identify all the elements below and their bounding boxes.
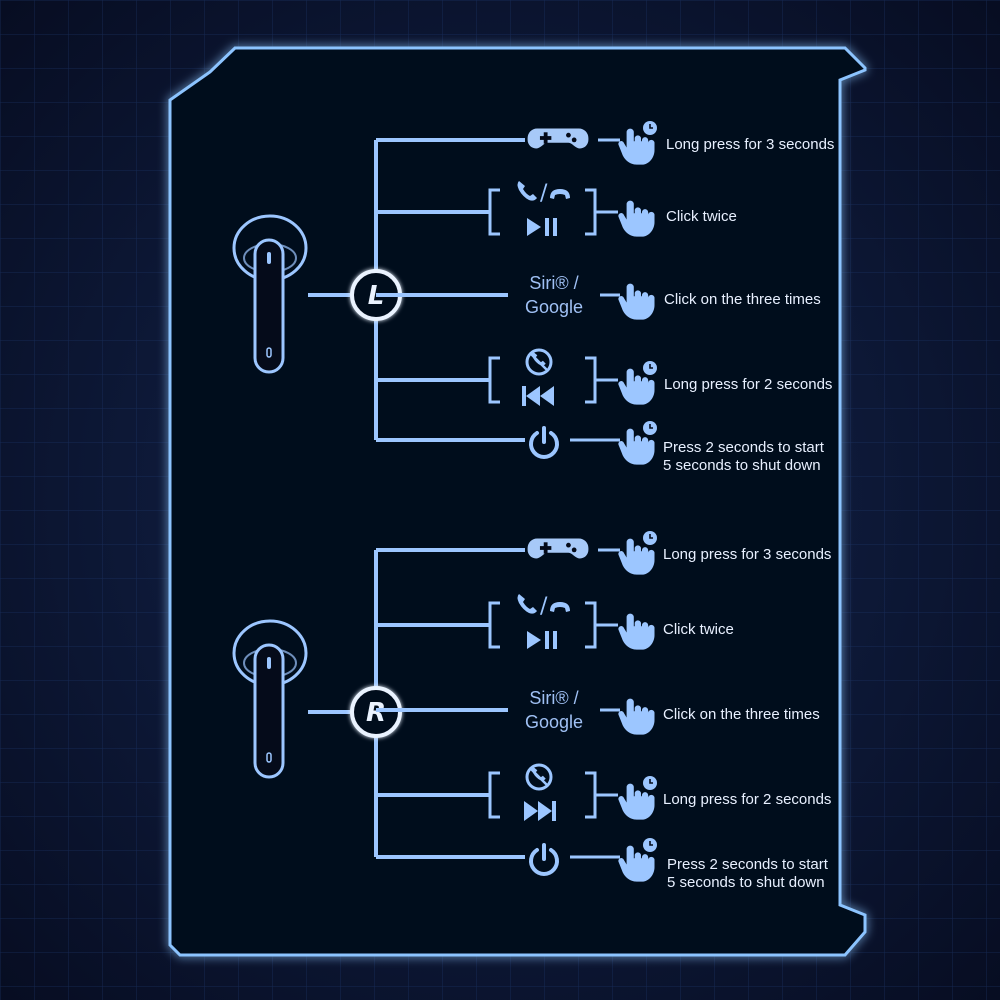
- previous-track-icon: [522, 386, 554, 406]
- siri-google-label: Siri® / Google: [504, 686, 604, 734]
- next-track-icon: [524, 801, 556, 821]
- slash-glyph: /: [540, 594, 548, 619]
- reject-call-icon: [525, 348, 553, 376]
- control-label: Click on the three times: [663, 706, 820, 723]
- play-pause-icon: [527, 631, 557, 649]
- clock-icon: [642, 120, 658, 136]
- control-row: [376, 348, 658, 406]
- control-label-line2: 5 seconds to shut down: [667, 874, 825, 891]
- siri-google-label: Siri® / Google: [504, 271, 604, 319]
- siri-text: Siri® /: [529, 273, 579, 293]
- control-label: Click on the three times: [664, 291, 821, 308]
- earbud-illustration: [232, 214, 308, 374]
- control-label: Long press for 2 seconds: [664, 376, 833, 393]
- clock-icon: [642, 360, 658, 376]
- control-row: [376, 530, 658, 575]
- control-row: [376, 763, 658, 821]
- control-label: Click twice: [663, 621, 734, 638]
- google-text: Google: [524, 712, 584, 732]
- control-row: [376, 283, 655, 320]
- reject-call-icon: [525, 763, 553, 791]
- earbud-illustration: [232, 619, 308, 779]
- play-pause-icon: [527, 218, 557, 236]
- control-label: Long press for 3 seconds: [663, 546, 832, 563]
- clock-icon: [642, 420, 658, 436]
- clock-icon: [642, 837, 658, 853]
- slash-glyph: /: [540, 181, 548, 206]
- google-text: Google: [524, 297, 584, 317]
- control-row: [376, 120, 658, 165]
- left-earbud-section: L/: [232, 120, 658, 465]
- control-label: Click twice: [666, 208, 737, 225]
- control-label-line1: Press 2 seconds to start: [663, 439, 824, 456]
- control-row: [376, 420, 658, 465]
- control-label: Long press for 2 seconds: [663, 791, 832, 808]
- main-panel: [168, 46, 867, 957]
- badge-letter: R: [366, 698, 386, 728]
- control-label-line1: Press 2 seconds to start: [667, 856, 828, 873]
- clock-icon: [642, 775, 658, 791]
- right-earbud-section: R/: [232, 530, 658, 882]
- control-label: Long press for 3 seconds: [666, 136, 835, 153]
- control-row: [376, 698, 655, 735]
- control-row: /: [376, 594, 655, 650]
- control-row: [376, 837, 658, 882]
- clock-icon: [642, 530, 658, 546]
- control-label-line2: 5 seconds to shut down: [663, 457, 821, 474]
- control-row: /: [376, 181, 655, 237]
- siri-text: Siri® /: [529, 688, 579, 708]
